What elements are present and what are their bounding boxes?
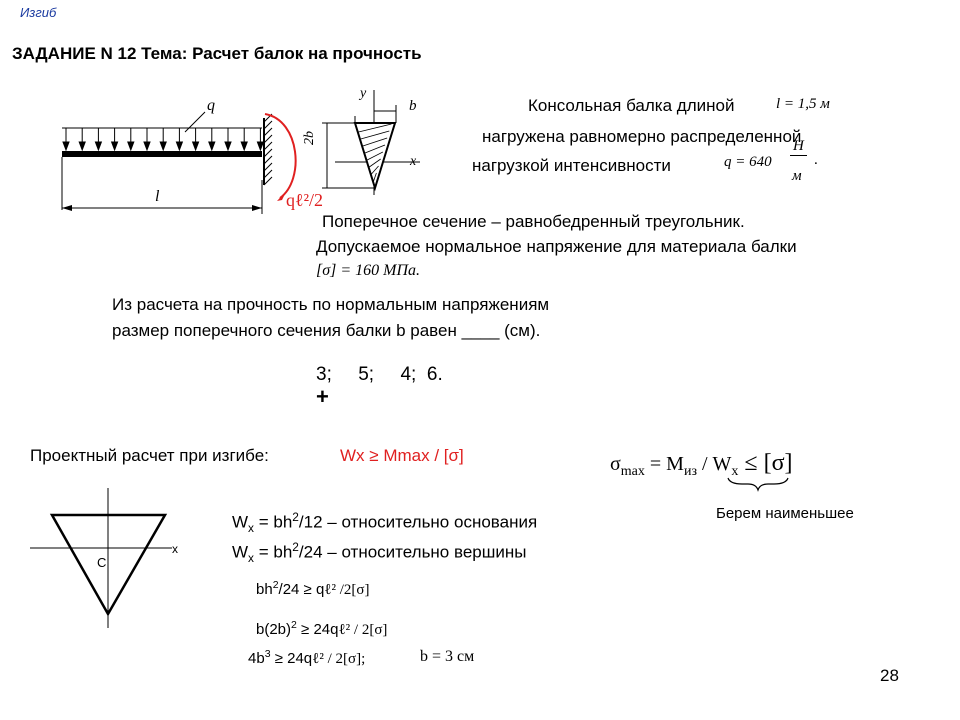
problem-line4: Поперечное сечение – равнобедренный треу… [322,212,745,231]
wx1-sub: x [248,521,254,536]
choose-smallest: Берем наименьшее [716,505,854,522]
step3-a: 4b [248,650,265,667]
q-unit-den: м [792,168,802,184]
q-dot: . [814,152,818,168]
section-label: Изгиб [20,5,57,20]
m-part: = M [644,453,684,475]
design-formula: Wx ≥ Mmax / [σ] [340,446,464,465]
sigma-formula: [σ] = 160 МПа. [316,262,421,279]
w-sub: x [731,464,739,479]
step2-c: ℓ² / 2[σ] [338,622,388,638]
sigma-sub: max [620,464,645,479]
tri-c-label: C [97,555,107,570]
step2: b(2b)2 ≥ 24qℓ² / 2[σ] [256,619,387,639]
wx1-a: W [232,512,249,532]
answer-options: 3; 5; 4; 6. [316,364,443,385]
q-unit-num: Н [790,138,807,156]
step1-sup: 2 [272,579,279,591]
problem-line3: нагрузкой интенсивности [472,156,671,175]
wx2-c: /24 – относительно вершины [298,542,527,562]
design-label: Проектный расчет при изгибе: [30,446,269,465]
step2-a: b(2b) [256,621,292,638]
problem-line5: Допускаемое нормальное напряжение для ма… [316,237,797,256]
dim-2b-label: 2b [302,131,317,145]
wx1-b: = bh [254,512,293,532]
step3: 4b3 ≥ 24qℓ² / 2[σ]; [248,648,365,668]
wx2-a: W [232,542,249,562]
step1-b: /24 ≥ q [278,581,325,598]
step2-sup: 2 [291,619,297,631]
wx1-sup: 2 [292,510,299,524]
problem-line2: нагружена равномерно распределенной [482,127,802,146]
page-number: 28 [880,666,899,685]
wx-vertex: Wx = bh2/24 – относительно вершины [232,540,526,565]
step3-sup: 3 [264,648,271,660]
task-title: ЗАДАНИЕ N 12 Тема: Расчет балок на прочн… [12,44,422,63]
dim-b-label: b [409,98,417,114]
wx2-b: = bh [254,542,293,562]
step3-c: ℓ² / 2[σ]; [312,651,366,667]
question-line2: размер поперечного сечения балки b равен… [112,321,541,340]
load-label: q [207,97,215,114]
wx2-sub: x [248,551,254,566]
sigma-symbol: σ [610,453,621,475]
q-formula: q = 640 [724,154,772,170]
length-label: l [155,188,160,205]
moment-label: qℓ²/2 [286,190,324,210]
axis-y-label: y [360,86,367,101]
step1-a: bh [256,581,273,598]
step2-b: ≥ 24q [296,621,339,638]
wx-base: Wx = bh2/12 – относительно основания [232,510,537,535]
correct-mark: + [316,384,329,409]
question-line1: Из расчета на прочность по нормальным на… [112,295,550,314]
step1-c: ℓ² /2[σ] [324,582,370,598]
wx1-c: /12 – относительно основания [298,512,538,532]
length-formula: l = 1,5 м [776,96,830,112]
step1: bh2/24 ≥ qℓ² /2[σ] [256,579,369,599]
step3-b: ≥ 24q [270,650,313,667]
w-part: / W [696,453,732,475]
leq-part: ≤ [σ] [738,450,793,476]
wx2-sup: 2 [292,540,299,554]
m-sub: из [683,464,697,479]
tri-x-label: x [172,542,178,556]
problem-line1: Консольная балка длиной [528,96,735,115]
result: b = 3 см [420,648,475,665]
sigma-max-formula: σmax = Mиз / Wx ≤ [σ] [610,450,793,480]
axis-x-label: x [410,154,417,169]
